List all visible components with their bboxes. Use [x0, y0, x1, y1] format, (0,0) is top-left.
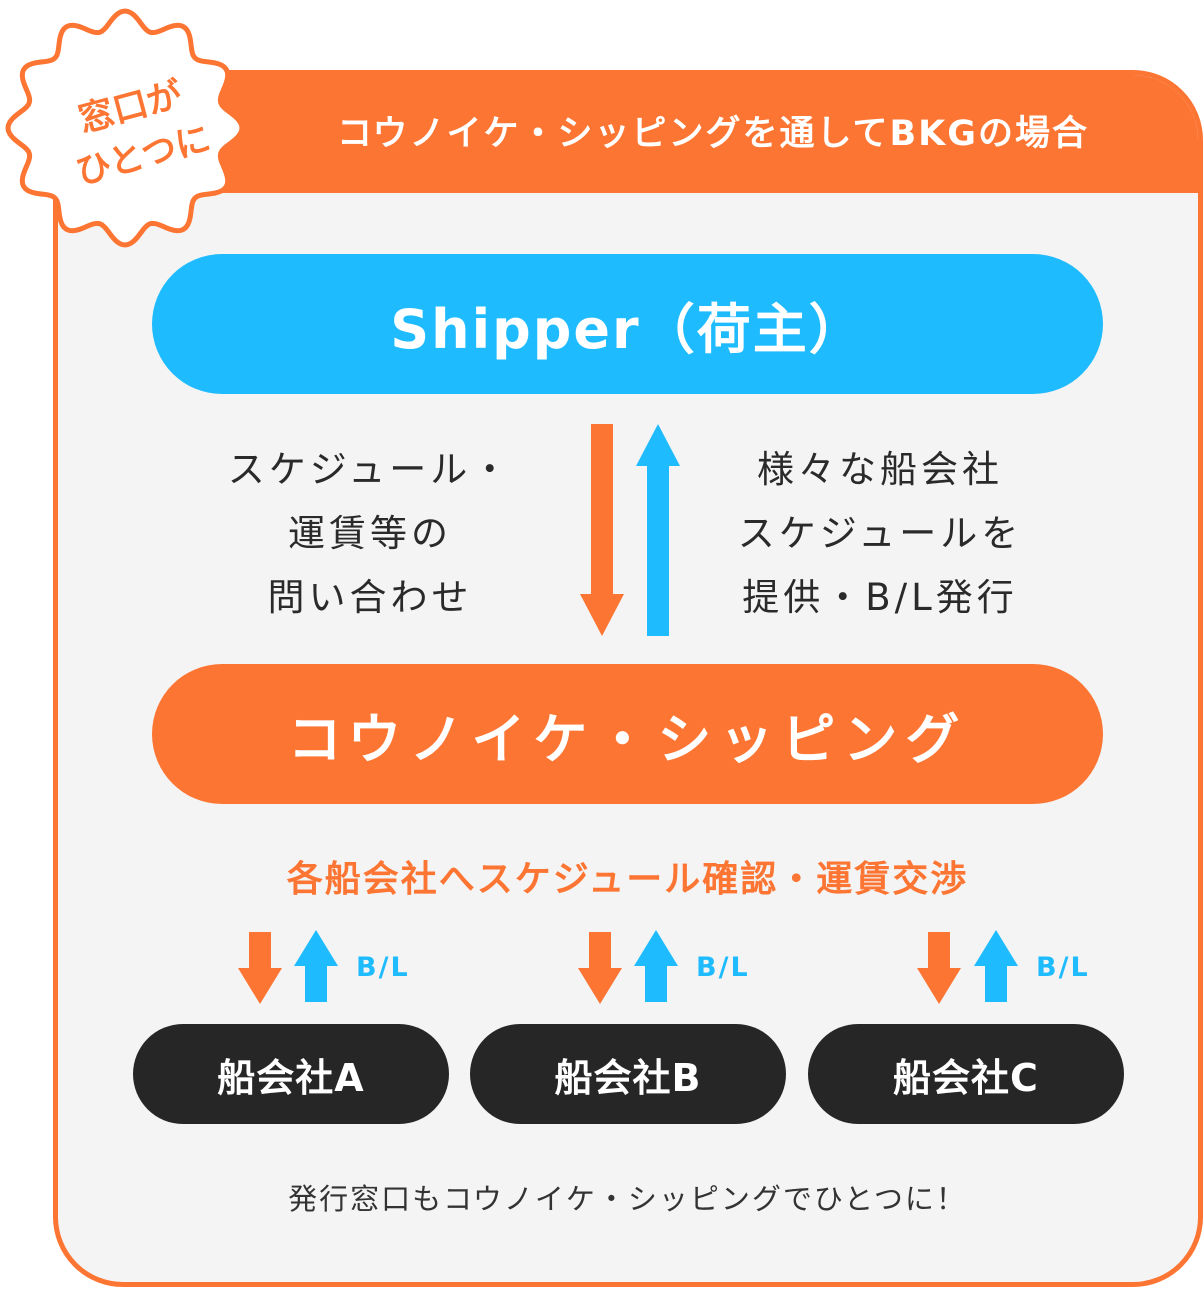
- negotiation-caption: 各船会社へスケジュール確認・運賃交渉: [286, 859, 969, 900]
- down-arrow-large: [580, 424, 624, 636]
- bl-label-b: B/L: [696, 952, 750, 983]
- service-note-line-1: 様々な船会社: [757, 448, 1003, 491]
- down-arrow-b: [578, 932, 622, 1004]
- carrier-a: 船会社A: [133, 1024, 449, 1124]
- header-title: コウノイケ・シッピングを通してBKGの場合: [336, 114, 1090, 154]
- header-bar: コウノイケ・シッピングを通してBKGの場合: [58, 75, 1198, 193]
- inquiry-note-line-3: 問い合わせ: [267, 576, 473, 619]
- shipper-pill: Shipper（荷主）: [152, 254, 1103, 394]
- bl-label-c: B/L: [1036, 952, 1090, 983]
- up-arrow-c: [974, 930, 1018, 1002]
- carrier-b: 船会社B: [470, 1024, 786, 1124]
- up-arrow-large: [636, 424, 680, 636]
- carrier-c: 船会社C: [808, 1024, 1124, 1124]
- down-arrow-a: [238, 932, 282, 1004]
- inquiry-note-line-1: スケジュール・: [227, 448, 513, 491]
- konoike-pill: コウノイケ・シッピング: [152, 664, 1103, 804]
- footer-note: 発行窓口もコウノイケ・シッピングでひとつに！: [288, 1182, 967, 1216]
- service-note: 様々な船会社 スケジュールを 提供・B/L発行: [730, 438, 1030, 630]
- bl-label-a: B/L: [356, 952, 410, 983]
- up-arrow-b: [634, 930, 678, 1002]
- inquiry-note: スケジュール・ 運賃等の 問い合わせ: [220, 438, 520, 630]
- badge-seal: [5, 8, 245, 248]
- down-arrow-c: [917, 932, 961, 1004]
- up-arrow-a: [294, 930, 338, 1002]
- service-note-line-2: スケジュールを: [737, 512, 1023, 555]
- inquiry-note-line-2: 運賃等の: [288, 512, 452, 555]
- service-note-line-3: 提供・B/L発行: [742, 576, 1018, 619]
